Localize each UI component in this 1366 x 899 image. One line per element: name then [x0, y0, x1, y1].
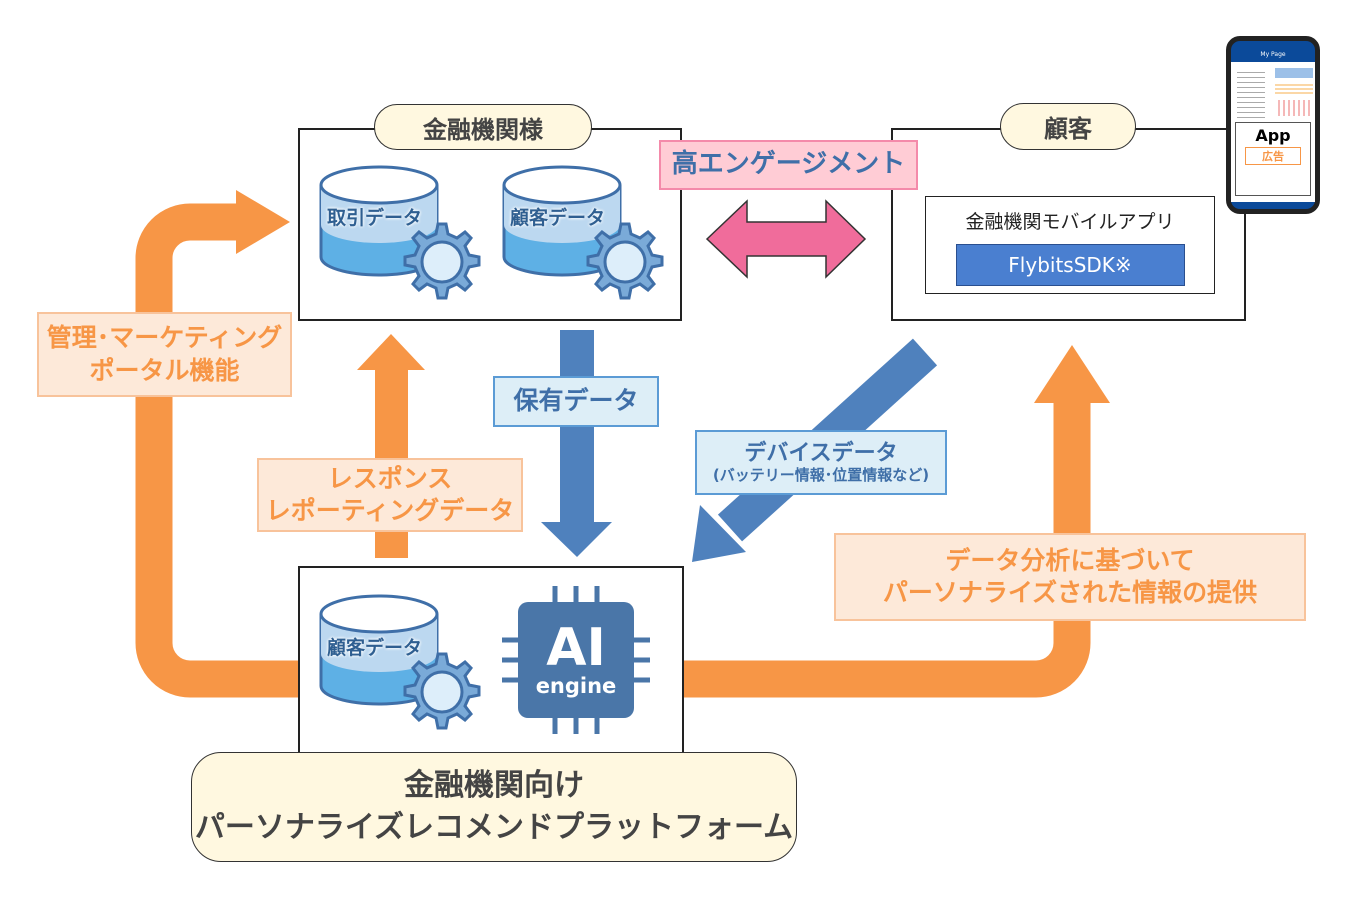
db-label: 取引データ — [327, 207, 423, 229]
management-label: 管理･マーケティングポータル機能 — [37, 312, 292, 397]
phone-icon: My Page App 広告 — [1226, 36, 1320, 214]
arrowhead-diagonal — [692, 505, 746, 562]
institution-title: 金融機関様 — [374, 104, 592, 150]
gear-icon — [586, 222, 664, 300]
mgmt-line1: 管理･マーケティング — [46, 323, 283, 352]
device-data-label: デバイスデータ (バッテリー情報･位置情報など) — [695, 430, 947, 495]
platform-line2: パーソナライズレコメンドプラットフォーム — [194, 810, 794, 845]
personalized-line2: パーソナライズされた情報の提供 — [882, 578, 1258, 607]
personalized-line1: データ分析に基づいて — [945, 545, 1195, 575]
app-title: 金融機関モバイルアプリ — [965, 211, 1175, 233]
response-line1: レスポンス — [327, 463, 453, 493]
gear-icon — [403, 222, 481, 300]
chip-icon — [502, 586, 650, 734]
arrowhead-down — [541, 522, 612, 557]
platform-line1: 金融機関向け — [404, 768, 584, 803]
arrowhead-right — [1034, 345, 1110, 403]
arrowhead-up — [357, 334, 425, 370]
platform-title: 金融機関向けパーソナライズレコメンドプラットフォーム — [191, 752, 797, 862]
device-data-line1: デバイスデータ — [744, 441, 898, 467]
personalized-label: データ分析に基づいてパーソナライズされた情報の提供 — [834, 533, 1306, 621]
engine-label: engine — [535, 674, 617, 698]
gear-icon — [403, 652, 481, 730]
db-label: 顧客データ — [327, 637, 423, 659]
holding-data-label: 保有データ — [493, 376, 659, 427]
phone-header: My Page — [1260, 51, 1286, 58]
response-label: レスポンスレポーティングデータ — [257, 458, 523, 532]
device-data-line2: (バッテリー情報･位置情報など) — [712, 465, 930, 484]
orange-loop-right — [682, 395, 1091, 698]
response-line2: レポーティングデータ — [265, 496, 515, 525]
customer-title: 顧客 — [1000, 103, 1136, 150]
mobile-app-box: 金融機関モバイルアプリ FlybitsSDK※ — [925, 196, 1215, 294]
ad-badge: 広告 — [1245, 147, 1301, 165]
ai-label: AI — [546, 618, 606, 678]
orange-loop-left — [135, 203, 300, 698]
mgmt-line2: ポータル機能 — [89, 355, 240, 385]
sdk-button: FlybitsSDK※ — [955, 244, 1185, 286]
double-arrow — [705, 199, 867, 279]
phone-app-label: App — [1255, 126, 1291, 145]
engagement-label: 高エンゲージメント — [659, 140, 918, 190]
arrowhead-left — [236, 190, 290, 254]
db-label: 顧客データ — [510, 207, 606, 229]
